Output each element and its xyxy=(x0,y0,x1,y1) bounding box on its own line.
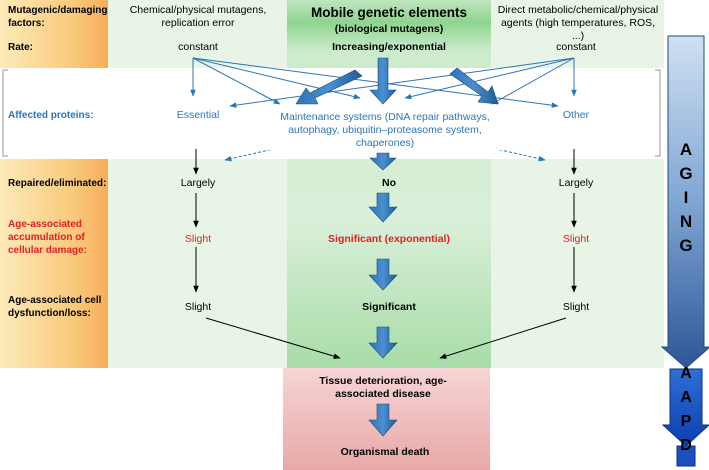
bracket-left xyxy=(2,69,8,157)
aapd-arrow xyxy=(661,368,709,447)
aging-letter: N xyxy=(679,212,693,231)
center-factor-title: Mobile genetic elements xyxy=(310,5,468,20)
center-column-background xyxy=(287,0,491,368)
aging-letter: A xyxy=(679,140,693,159)
left-accumulation: Slight xyxy=(184,233,212,245)
row-label-rate: Rate: xyxy=(8,42,34,53)
row-label-affected: Affected proteins: xyxy=(8,110,94,121)
right-column-background xyxy=(491,0,664,368)
aging-letter: G xyxy=(679,236,693,255)
aapd-letter: D xyxy=(680,437,692,454)
outcome-death: Organismal death xyxy=(340,446,430,458)
center-factor-subtitle: (biological mutagens) xyxy=(334,23,444,35)
center-dysfunction: Significant xyxy=(362,301,416,313)
row-label-repaired: Repaired/eliminated: xyxy=(8,178,107,189)
outcome-tissue: Tissue deterioration, age-associated dis… xyxy=(319,375,447,400)
center-rate: Increasing/exponential xyxy=(332,41,446,53)
center-accumulation: Significant (exponential) xyxy=(328,233,450,245)
aapd-tail xyxy=(676,445,696,467)
center-repaired: No xyxy=(382,177,396,189)
row-label-factors: Mutagenic/damaging factors: xyxy=(8,5,108,29)
left-dysfunction: Slight xyxy=(184,301,212,313)
aging-letter: G xyxy=(679,164,693,183)
aging-letter: I xyxy=(683,188,689,207)
left-factor: Chemical/physical mutagens, replication … xyxy=(129,4,267,29)
row-label-dysfunction: Age-associated cell dysfunction/loss: xyxy=(8,295,102,319)
center-arrow-4 xyxy=(368,258,398,291)
label-column-background xyxy=(0,0,108,368)
center-arrow-top xyxy=(369,57,397,105)
center-arrow-5 xyxy=(368,326,398,359)
aging-arrow xyxy=(660,35,709,369)
right-rate: constant xyxy=(556,41,596,53)
right-factor: Direct metabolic/chemical/physical agent… xyxy=(497,4,659,42)
center-protein: Maintenance systems (DNA repair pathways… xyxy=(265,111,505,150)
left-protein: Essential xyxy=(176,109,220,121)
right-protein: Other xyxy=(562,109,590,121)
left-column-background xyxy=(108,0,287,368)
center-arrow-2 xyxy=(369,152,397,171)
bracket-right xyxy=(655,69,661,157)
left-repaired: Largely xyxy=(180,177,216,189)
aapd-letter: A xyxy=(680,365,692,382)
aapd-letter: A xyxy=(680,389,692,406)
left-rate: constant xyxy=(178,41,218,53)
diagonal-arrow-left xyxy=(295,69,363,105)
row-label-accumulation: Age-associated accumulation of cellular … xyxy=(8,219,87,256)
diagonal-arrow-right xyxy=(449,67,499,105)
right-dysfunction: Slight xyxy=(562,301,590,313)
center-arrow-6 xyxy=(368,403,398,437)
right-accumulation: Slight xyxy=(562,233,590,245)
aapd-letter: P xyxy=(680,413,692,430)
center-arrow-3 xyxy=(368,192,398,223)
right-repaired: Largely xyxy=(558,177,594,189)
